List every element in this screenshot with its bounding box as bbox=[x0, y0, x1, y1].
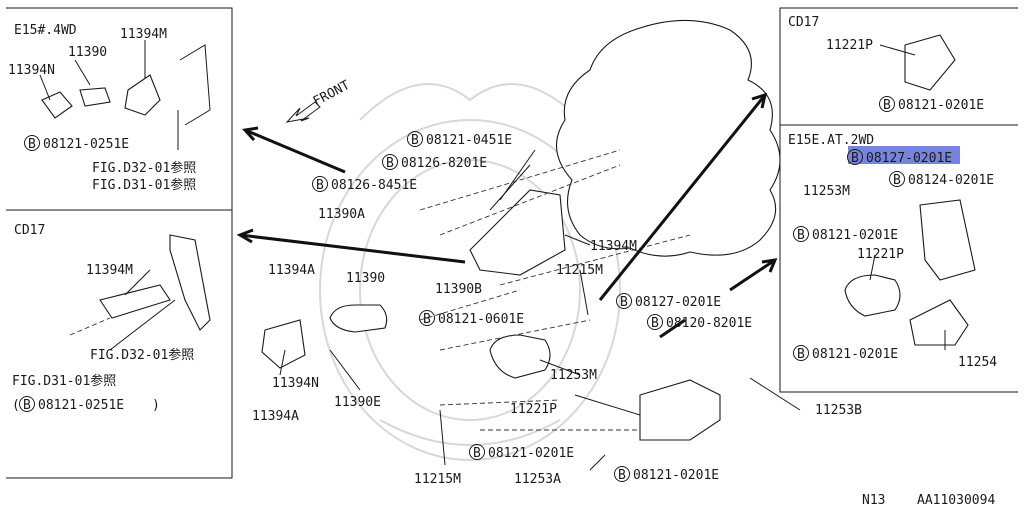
label-08121-0201e-c: 08121-0201E bbox=[633, 468, 719, 483]
svg-text:B: B bbox=[883, 98, 891, 113]
svg-text:B: B bbox=[620, 295, 628, 310]
label-front: FRONT bbox=[311, 78, 353, 110]
leader-lines bbox=[39, 40, 946, 471]
label-fig-d32: FIG.D32-01参照 bbox=[92, 160, 196, 176]
label-11253m-b: 11253M bbox=[803, 184, 850, 199]
svg-text:B: B bbox=[473, 446, 481, 461]
svg-text:B: B bbox=[28, 137, 36, 152]
inset-bracket-11394m-b bbox=[99, 284, 171, 319]
label-11221p: 11221P bbox=[510, 402, 557, 417]
label-11390a: 11390A bbox=[318, 207, 365, 222]
inset-mount-11254 bbox=[909, 299, 969, 346]
inset-title-e15-4wd: E15#.4WD bbox=[14, 23, 77, 38]
label-08121-0451e: 08121-0451E bbox=[426, 133, 512, 148]
label-11394m: 11394M bbox=[120, 27, 167, 42]
label-08121-0201e-e: 08121-0201E bbox=[812, 228, 898, 243]
label-08121-0251e-b: 08121-0251E bbox=[38, 398, 124, 413]
label-fig-d31: FIG.D31-01参照 bbox=[92, 177, 196, 193]
svg-text:B: B bbox=[893, 173, 901, 188]
bracket-11394m bbox=[469, 189, 566, 276]
assembly-lines bbox=[69, 149, 691, 431]
inset-title-e15e-at-2wd: E15E.AT.2WD bbox=[788, 133, 874, 148]
svg-text:B: B bbox=[797, 228, 805, 243]
label-11253m: 11253M bbox=[550, 368, 597, 383]
inset-mount-cd17 bbox=[904, 34, 956, 91]
label-08121-0201e-d: 08121-0201E bbox=[898, 98, 984, 113]
label-11390e: 11390E bbox=[334, 395, 381, 410]
label-11394n-b: 11394N bbox=[272, 376, 319, 391]
label-08126-8451e: 08126-8451E bbox=[331, 178, 417, 193]
label-11394m-main: 11394M bbox=[590, 239, 637, 254]
inset-bracket-cd17 bbox=[169, 234, 211, 331]
bracket-11394n bbox=[261, 319, 306, 369]
svg-text:B: B bbox=[316, 178, 324, 193]
label-08121-0201e-b: 08121-0201E bbox=[488, 446, 574, 461]
inset-insulator-11221p bbox=[844, 274, 901, 317]
label-08121-0201e-f: 08121-0201E bbox=[812, 347, 898, 362]
label-08121-0251e: 08121-0251E bbox=[43, 137, 129, 152]
label-11390: 11390 bbox=[68, 45, 107, 60]
paren-open: ( bbox=[12, 398, 20, 413]
inset-bracket-e15e bbox=[919, 199, 976, 281]
label-08127-0201e: 08127-0201E bbox=[635, 295, 721, 310]
inset-bracket-11394n bbox=[41, 91, 73, 119]
label-08124-0201e: 08124-0201E bbox=[908, 173, 994, 188]
bracket-11253m bbox=[639, 379, 721, 441]
highlight-08127-0201e bbox=[848, 146, 960, 164]
paren-close: ) bbox=[152, 398, 160, 413]
label-fig-d32-b: FIG.D32-01参照 bbox=[90, 347, 194, 363]
svg-text:B: B bbox=[618, 468, 626, 483]
label-11221p-b: 11221P bbox=[826, 38, 873, 53]
label-11215m: 11215M bbox=[556, 263, 603, 278]
front-arrow-icon bbox=[285, 101, 321, 123]
label-11253b: 11253B bbox=[815, 403, 862, 418]
label-11390-b: 11390 bbox=[346, 271, 385, 286]
label-11253a: 11253A bbox=[514, 472, 561, 487]
svg-text:B: B bbox=[411, 133, 419, 148]
reference-arrows bbox=[236, 92, 778, 339]
label-11394n: 11394N bbox=[8, 63, 55, 78]
insulator-11221p bbox=[489, 334, 551, 379]
svg-text:B: B bbox=[651, 316, 659, 331]
label-fig-d31-b: FIG.D31-01参照 bbox=[12, 373, 116, 389]
label-11221p-c: 11221P bbox=[857, 247, 904, 262]
label-08127-0201e-highlighted: 08127-0201E bbox=[866, 151, 952, 166]
watermark-emblem bbox=[319, 83, 621, 461]
label-08121-0601e: 08121-0601E bbox=[438, 312, 524, 327]
svg-text:B: B bbox=[423, 312, 431, 327]
inset-title-cd17-top: CD17 bbox=[788, 15, 819, 30]
label-08120-8201e: 08120-8201E bbox=[666, 316, 752, 331]
panel-frames bbox=[6, 7, 1018, 479]
label-08126-8201e: 08126-8201E bbox=[401, 156, 487, 171]
label-11394a-b: 11394A bbox=[252, 409, 299, 424]
footer-code: AA11030094 bbox=[917, 493, 995, 508]
svg-text:B: B bbox=[386, 156, 394, 171]
svg-text:B: B bbox=[797, 347, 805, 362]
insulator-11390 bbox=[329, 304, 388, 333]
svg-text:B: B bbox=[23, 398, 31, 413]
svg-text:B: B bbox=[851, 151, 859, 166]
inset-insulator-11390 bbox=[79, 87, 111, 107]
inset-frame bbox=[179, 44, 211, 126]
ref-marker-icons: B B B B B B B B B B B B B B B bbox=[19, 96, 905, 483]
engine-block bbox=[555, 19, 781, 257]
label-11215m-b: 11215M bbox=[414, 472, 461, 487]
footer-n13: N13 bbox=[862, 493, 885, 508]
label-11254: 11254 bbox=[958, 355, 997, 370]
inset-title-cd17: CD17 bbox=[14, 223, 45, 238]
label-11394m-b: 11394M bbox=[86, 263, 133, 278]
label-11394a: 11394A bbox=[268, 263, 315, 278]
label-11390b: 11390B bbox=[435, 282, 482, 297]
inset-bracket-11394m bbox=[124, 74, 161, 116]
